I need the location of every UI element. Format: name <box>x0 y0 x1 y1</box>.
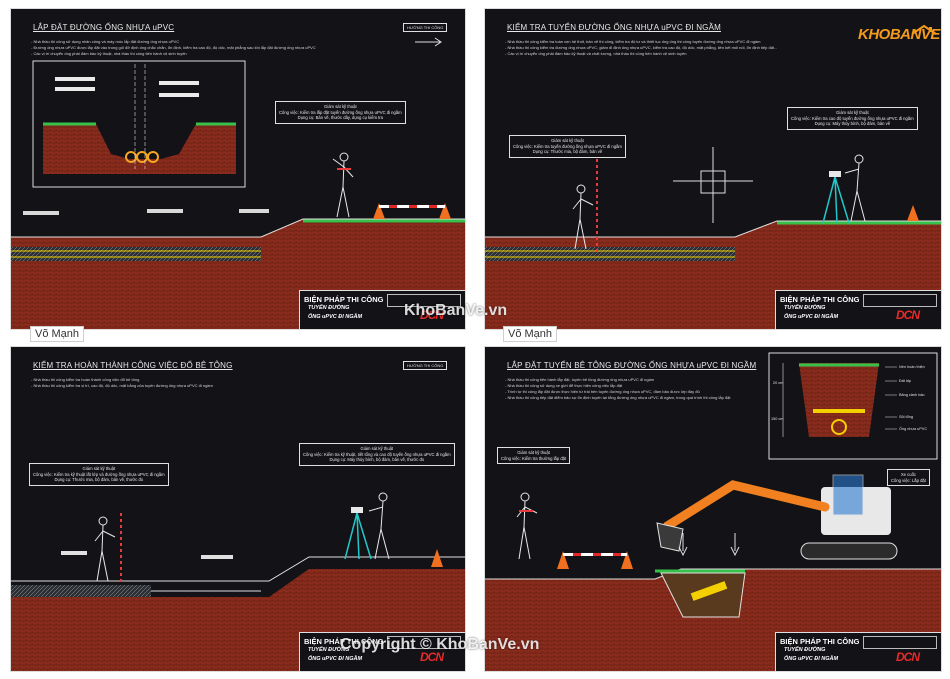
panel-1-drawing <box>11 37 465 329</box>
traffic-barrier <box>557 551 633 569</box>
supervisor-callout-left: Giám sát kỹ thuật Công việc: Kiểm tra tu… <box>509 135 626 158</box>
section-label-warning-tape: Băng cảnh báo <box>899 393 925 397</box>
title-block: BIỆN PHÁP THI CÔNG TUYẾN ĐƯỜNG ỐNG uPVC … <box>775 632 941 671</box>
panel-inspect-concrete: KIỂM TRA HOÀN THÀNH CÔNG VIỆC ĐỔ BÊ TÔNG… <box>10 346 466 672</box>
title-grid <box>863 636 937 649</box>
title-grid <box>387 636 461 649</box>
supervisor-callout-right: Giám sát kỹ thuật Công việc: Kiểm tra kỹ… <box>299 443 455 466</box>
section-label-pipe: Ống nhựa uPVC <box>899 427 928 431</box>
panel-notes: - Nhà thầu thi công kiểm tra hoàn thành … <box>31 377 213 388</box>
supervisor-callout: Giám sát kỹ thuật Công việc: Kiểm tra th… <box>497 447 571 464</box>
panel-install-pipe: LẮP ĐẶT ĐƯỜNG ỐNG NHỰA uPVC - Nhà thầu t… <box>10 8 466 330</box>
survey-crosshair <box>673 147 753 223</box>
section-label-finish: Nền hoàn thiện <box>899 365 925 369</box>
title-block: BIỆN PHÁP THI CÔNG TUYẾN ĐƯỜNG ỐNG uPVC … <box>299 290 465 329</box>
supervisor-worker <box>332 152 354 218</box>
panel-install-concrete: LẮP ĐẶT TUYẾN BÊ TÔNG ĐƯỜNG ỐNG NHỰA uPV… <box>484 346 942 672</box>
panel-2-drawing <box>485 147 941 329</box>
company-logo: DCN <box>420 650 444 664</box>
panel-title: KIỂM TRA TUYẾN ĐƯỜNG ỐNG NHỰA uPVC ĐI NG… <box>507 23 721 32</box>
trench-soil-detail <box>43 124 236 174</box>
author-tag: Võ Mạnh <box>503 326 558 342</box>
company-logo: DCN <box>896 650 920 664</box>
supervisor-callout-left: Giám sát kỹ thuật Công việc: Kiểm tra kỹ… <box>29 463 169 486</box>
direction-label: HƯỚNG THI CÔNG <box>403 361 448 370</box>
supervisor-worker <box>516 492 538 560</box>
panel-4-drawing <box>485 352 941 671</box>
panel-notes: - Nhà thầu thi công sử dụng nhân công và… <box>31 39 316 56</box>
dim-top: 20 cm <box>773 381 784 385</box>
panel-title: KIỂM TRA HOÀN THÀNH CÔNG VIỆC ĐỔ BÊ TÔNG <box>33 361 233 370</box>
concrete-slab <box>11 585 151 597</box>
brand-logo: KHOBANVE <box>856 24 944 52</box>
supervisor-callout: Giám sát kỹ thuật Công việc: Kiểm tra lắ… <box>275 101 406 124</box>
section-label-backfill: Đất lấp <box>899 379 912 383</box>
title-grid <box>863 294 937 307</box>
supervisor-callout-right: Giám sát kỹ thuật Công việc: Kiểm tra ca… <box>787 107 918 130</box>
watermark-site: KhoBanVe.vn <box>404 302 508 319</box>
panel-notes: - Nhà thầu thi công tiến hành lắp đặt, t… <box>505 377 731 400</box>
pipe-trench-strip <box>11 247 261 261</box>
direction-label: HƯỚNG THI CÔNG <box>403 23 448 32</box>
brand-name: KHOBANVE <box>858 26 940 43</box>
excavator <box>656 474 898 560</box>
panel-3-drawing <box>11 492 465 671</box>
dim-bottom: 150 cm <box>771 417 784 421</box>
worker-with-staff <box>94 513 122 583</box>
surveyor-tripod <box>822 154 866 224</box>
brand-house-icon <box>911 24 937 35</box>
excavator-callout: Xe cuốc Công việc: Lắp đặt <box>887 469 930 486</box>
company-logo: DCN <box>896 308 920 322</box>
watermark-copyright: Copyright © KhoBanVe.vn <box>340 636 540 653</box>
worker-with-staff <box>572 159 598 255</box>
panel-notes: - Nhà thầu thi công kiểm tra toàn vẹn hệ… <box>505 39 778 56</box>
author-tag: Võ Mạnh <box>30 326 85 342</box>
pipe-section <box>831 419 847 435</box>
panel-title: LẮP ĐẶT ĐƯỜNG ỐNG NHỰA uPVC <box>33 23 175 32</box>
section-label-gravel: Sỏi tổng <box>899 415 913 419</box>
trench-section <box>799 363 879 437</box>
title-block: BIỆN PHÁP THI CÔNG TUYẾN ĐƯỜNG ỐNG uPVC … <box>775 290 941 329</box>
title-grid <box>387 294 461 307</box>
traffic-barrier <box>373 203 451 219</box>
company-logo: DCN <box>420 308 444 322</box>
panel-inspect-pipe: KIỂM TRA TUYẾN ĐƯỜNG ỐNG NHỰA uPVC ĐI NG… <box>484 8 942 330</box>
surveyor-tripod <box>344 492 390 560</box>
title-block: BIỆN PHÁP THI CÔNG TUYẾN ĐƯỜNG ỐNG uPVC … <box>299 632 465 671</box>
pipe-group-detail <box>125 151 159 163</box>
panel-title: LẮP ĐẶT TUYẾN BÊ TÔNG ĐƯỜNG ỐNG NHỰA uPV… <box>507 361 757 370</box>
